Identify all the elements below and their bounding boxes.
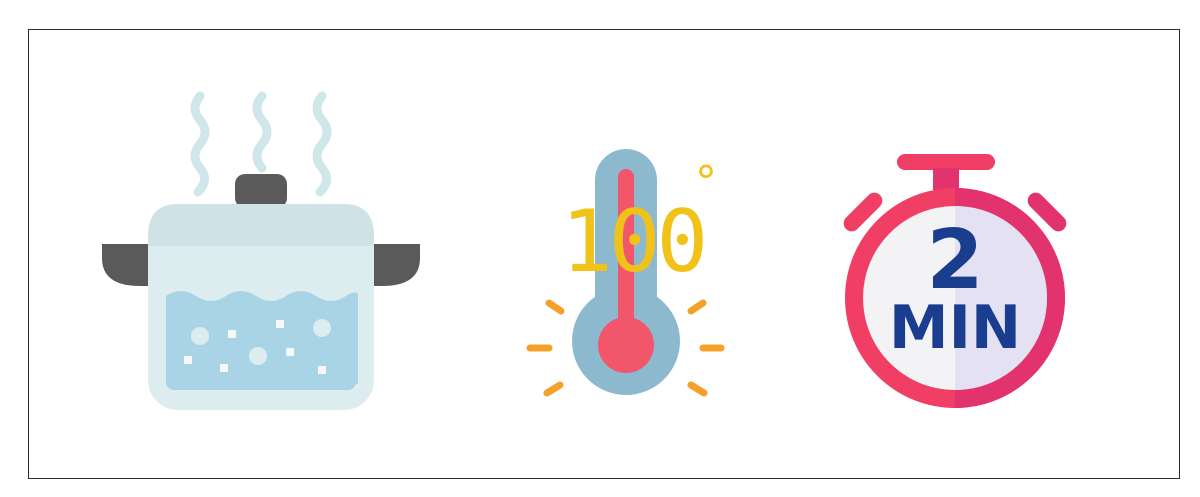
thermometer-icon: 100 ° [526,149,725,397]
timer-number: 2 [926,213,983,308]
right-handle [372,244,420,286]
timer-unit: MIN [889,293,1021,363]
steam-icon [190,91,210,197]
boiling-pot-icon [102,91,420,410]
pot-lid [148,204,374,246]
degree-symbol: ° [695,157,717,208]
stopwatch-icon: 2 MIN [843,154,1067,408]
steam-icon [312,91,332,197]
thermometer-mercury-column [618,169,634,349]
lid-knob [235,174,287,208]
left-handle [102,244,150,286]
temperature-value: 100 [561,192,704,292]
stopwatch-crown [897,154,995,170]
steam-icon [252,91,272,173]
thermometer-mercury-bulb [598,317,654,373]
